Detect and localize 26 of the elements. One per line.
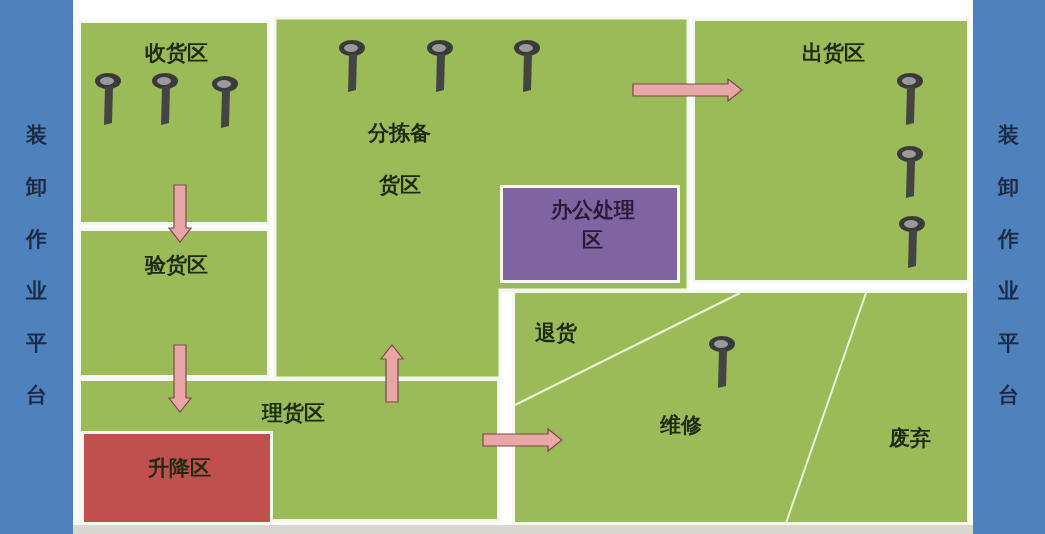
block-arrow [167, 184, 193, 243]
office-zone-box [500, 185, 680, 283]
zone-box [78, 228, 270, 378]
zone-box [512, 290, 970, 525]
zone-label: 装卸作业平台 [997, 122, 1019, 409]
zone-box [692, 18, 970, 283]
zone-label: 升降区 [147, 455, 211, 482]
zone-label: 分拣备货区 [366, 120, 433, 199]
block-arrow [632, 77, 743, 103]
loading-platform-bar [0, 0, 73, 534]
zone-box [78, 20, 270, 225]
block-arrow [379, 344, 405, 403]
zone-label: 出货区 [801, 40, 865, 67]
zone-label: 装卸作业平台 [25, 122, 47, 409]
zone-label: 验货区 [144, 252, 208, 279]
zone-label: 收货区 [144, 40, 208, 67]
zone-label: 废弃 [889, 425, 931, 452]
zone-label: 理货区 [261, 400, 325, 427]
loading-platform-bar [973, 0, 1045, 534]
zone-label: 维修 [660, 412, 702, 439]
zone-label: 办公处理区 [550, 197, 636, 254]
zone-box [78, 378, 500, 522]
block-arrow [167, 344, 193, 413]
zone-label: 退货 [535, 320, 577, 347]
block-arrow [482, 427, 563, 453]
lift-zone-box [81, 431, 273, 525]
